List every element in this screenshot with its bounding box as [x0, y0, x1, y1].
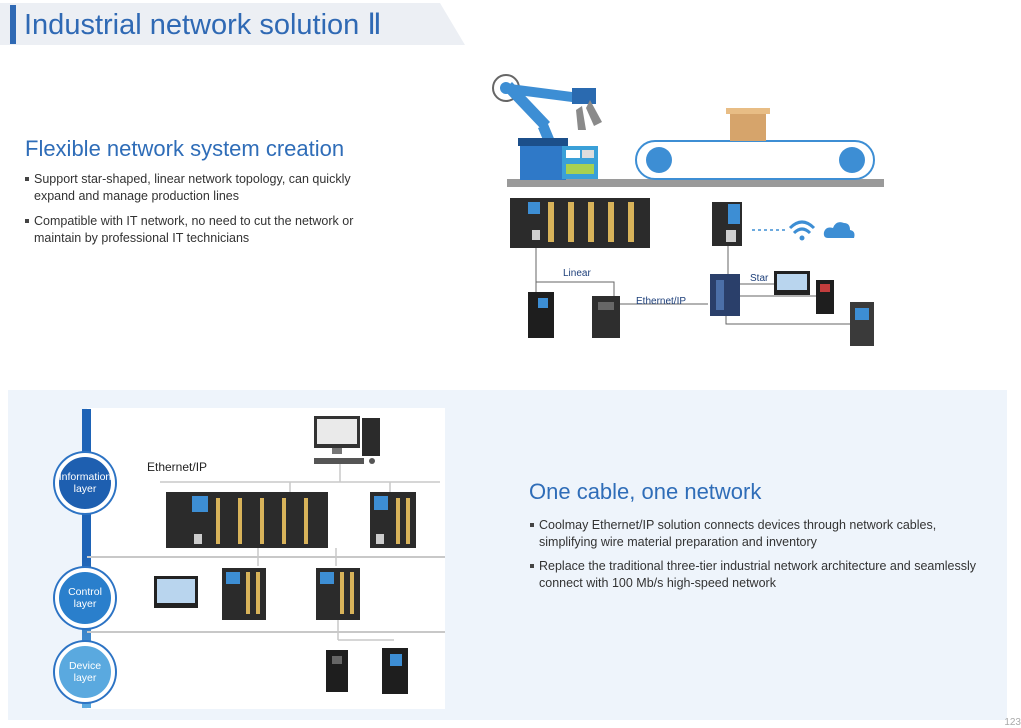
header-accent-bar — [10, 5, 16, 44]
conveyor-belt-icon — [635, 108, 875, 180]
bullet-marker — [530, 523, 534, 527]
drive-unit-icon — [816, 280, 834, 314]
plc-rack-icon — [166, 492, 328, 548]
computer-icon — [314, 416, 380, 464]
servo-drive-icon — [326, 650, 348, 692]
page-title: Industrial network solution Ⅱ — [24, 9, 382, 41]
bullet-line: connect with 100 Mb/s high-speed network — [539, 576, 776, 590]
bullet-marker — [25, 177, 29, 181]
hmi-panel-icon — [774, 271, 810, 295]
bullet-star-linear: Support star-shaped, linear network topo… — [25, 171, 385, 205]
bullet-coolmay-ethernet: Coolmay Ethernet/IP solution connects de… — [530, 517, 990, 551]
linear-label: Linear — [563, 268, 591, 279]
plc-module-icon — [316, 568, 360, 620]
bullet-marker — [25, 219, 29, 223]
bullet-line: Support star-shaped, linear network topo… — [34, 172, 351, 186]
layer-label: Information — [58, 471, 112, 483]
small-plc-icon — [712, 202, 742, 246]
bullet-line: expand and manage production lines — [34, 189, 240, 203]
layer-axis-bar — [82, 409, 91, 708]
network-switch-icon — [710, 274, 740, 316]
layer-label: Control — [68, 586, 102, 598]
bullet-line: Replace the traditional three-tier indus… — [539, 559, 977, 573]
ethernet-label: Ethernet/IP — [636, 296, 687, 307]
bullet-replace-three-tier: Replace the traditional three-tier indus… — [530, 558, 1000, 592]
architecture-devices — [154, 416, 440, 694]
hmi-panel-icon — [154, 576, 198, 608]
tier-divider — [87, 631, 445, 633]
header-banner — [0, 3, 465, 45]
floor-bar — [507, 179, 884, 187]
cloud-icon — [823, 222, 855, 238]
plc-module-icon — [370, 492, 416, 548]
wifi-icon — [788, 220, 816, 241]
ethernet-ip-label: Ethernet/IP — [147, 460, 208, 474]
bullet-line: maintain by professional IT technicians — [34, 231, 250, 245]
layer-label: layer — [73, 483, 97, 495]
bullet-marker — [530, 564, 534, 568]
bullet-line: Compatible with IT network, no need to c… — [34, 214, 354, 228]
page-number: 123 — [1004, 717, 1021, 728]
inverter-icon — [592, 296, 620, 338]
servo-drive-icon-2 — [382, 648, 408, 694]
section-title-flexible: Flexible network system creation — [25, 136, 345, 161]
plc-rack-icon — [510, 198, 650, 248]
section-title-one-cable: One cable, one network — [529, 479, 762, 504]
control-cabinet-icon — [562, 146, 598, 179]
star-label: Star — [750, 273, 769, 284]
inverter-icon-2 — [850, 302, 874, 346]
production-line-diagram — [492, 74, 884, 346]
layer-label: layer — [73, 672, 97, 684]
robot-arm-icon — [492, 74, 602, 180]
layer-label: Device — [68, 660, 102, 672]
bullet-line: Coolmay Ethernet/IP solution connects de… — [539, 518, 937, 532]
layer-label: layer — [73, 598, 97, 610]
tier-divider — [87, 556, 445, 558]
servo-drive-icon — [528, 292, 554, 338]
plc-module-icon — [222, 568, 266, 620]
bullet-line: simplifying wire material preparation an… — [539, 535, 817, 549]
bullet-it-network: Compatible with IT network, no need to c… — [25, 213, 385, 247]
